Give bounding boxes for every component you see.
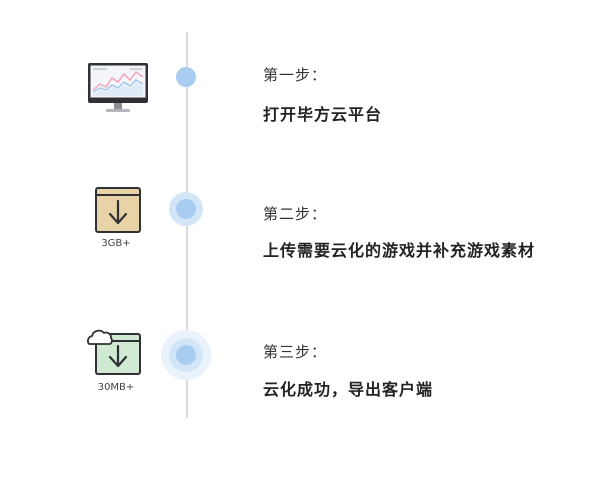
step-3-icon-wrap: 30MB+	[80, 326, 152, 406]
step-3-caption: 30MB+	[97, 382, 135, 393]
step-2-description: 上传需要云化的游戏并补充游戏素材	[263, 241, 536, 260]
step-1-dot	[176, 67, 196, 87]
step-1: 第一步： 打开毕方云平台	[0, 0, 600, 124]
monitor-icon	[80, 63, 152, 122]
step-2-dot	[176, 199, 196, 219]
step-1-description: 打开毕方云平台	[263, 105, 383, 124]
step-3-description: 云化成功，导出客户端	[263, 380, 434, 399]
step-2: 3GB+ 第二步： 上传需要云化的游戏并补充游戏素材	[0, 0, 600, 260]
download-box-icon	[80, 187, 152, 240]
step-1-title: 第一步：	[263, 66, 328, 84]
step-3-dot	[176, 345, 196, 365]
step-1-icon-wrap	[80, 58, 152, 138]
step-2-caption: 3GB+	[101, 238, 131, 249]
step-2-title: 第二步：	[263, 205, 328, 223]
step-2-icon-wrap: 3GB+	[80, 186, 152, 266]
step-3-title: 第三步：	[263, 343, 328, 361]
step-3: 30MB+ 第三步： 云化成功，导出客户端	[0, 0, 600, 399]
cloud-download-box-icon	[80, 329, 152, 382]
